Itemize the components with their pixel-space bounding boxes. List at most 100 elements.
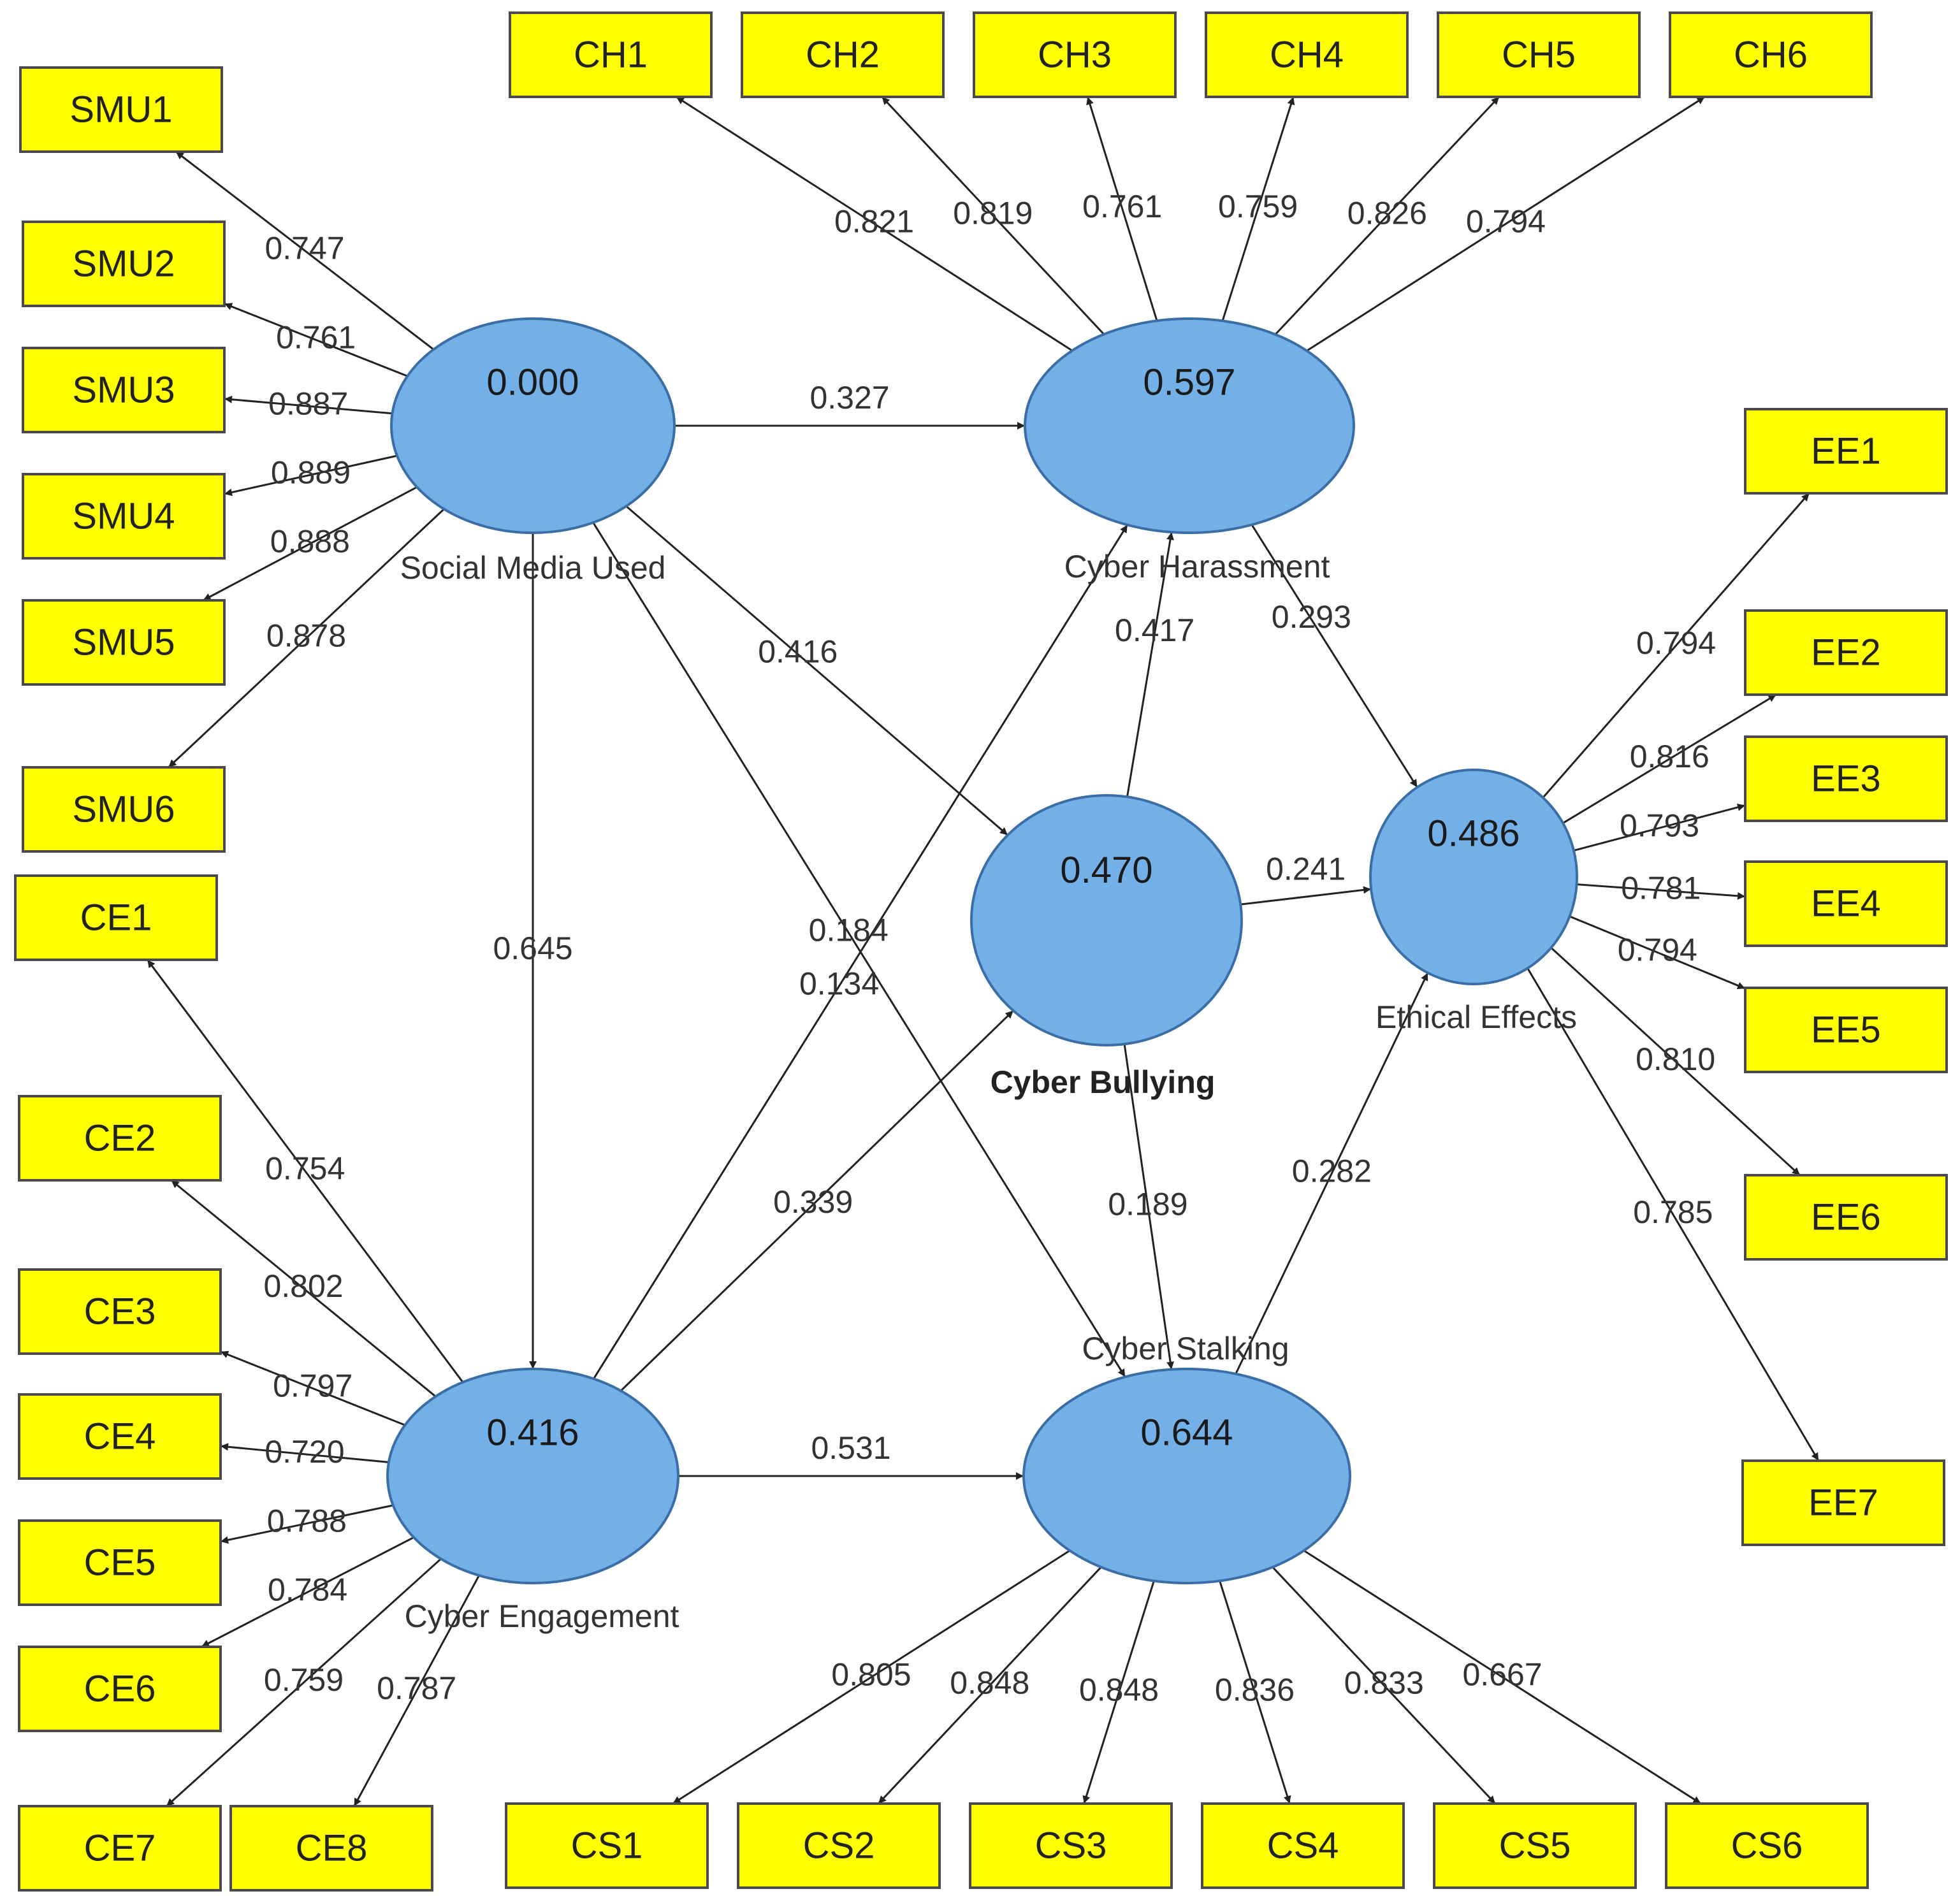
indicator-ce2: CE2 — [18, 1095, 222, 1182]
path-label-smu-cs: 0.184 — [809, 913, 889, 948]
indicator-box-ce4 — [18, 1393, 222, 1480]
loading-arrow-ee5 — [1569, 915, 1746, 990]
construct-cyber-bullying: 0.470 — [970, 794, 1243, 1046]
indicator-box-smu6 — [22, 766, 226, 853]
construct-ellipse-cyber-stalking — [1022, 1368, 1351, 1584]
indicator-box-smu1 — [19, 66, 223, 153]
path-label-cs-ee: 0.282 — [1292, 1153, 1372, 1189]
loading-label-smu5: 0.888 — [270, 523, 350, 559]
indicator-smu4: SMU4 — [22, 473, 226, 560]
indicator-label-ee1: EE1 — [1811, 430, 1881, 472]
loading-label-ee6: 0.810 — [1636, 1041, 1715, 1077]
construct-r2-social-media-used: 0.000 — [486, 361, 579, 403]
loading-arrow-ch1 — [676, 96, 1073, 352]
loading-arrow-cs5 — [1272, 1566, 1496, 1805]
loading-label-cs5: 0.833 — [1344, 1665, 1424, 1701]
indicator-box-ce1 — [14, 874, 218, 961]
indicator-ch5: CH5 — [1437, 11, 1641, 98]
loading-arrow-ch3 — [1086, 96, 1158, 321]
indicator-label-ce2: CE2 — [84, 1117, 156, 1159]
indicator-cs5: CS5 — [1433, 1802, 1637, 1889]
indicator-box-ee4 — [1744, 860, 1948, 947]
loading-arrow-ce7 — [166, 1558, 442, 1807]
indicator-box-ee1 — [1744, 408, 1948, 495]
indicator-label-ee6: EE6 — [1811, 1196, 1881, 1238]
indicator-smu5: SMU5 — [22, 599, 226, 686]
indicator-box-ch5 — [1437, 11, 1641, 98]
loading-label-cs1: 0.805 — [831, 1657, 911, 1693]
construct-name-cyber-engagement: Cyber Engagement — [405, 1598, 679, 1634]
construct-ellipse-cyber-harassment — [1024, 317, 1355, 534]
loading-arrow-ce6 — [201, 1536, 414, 1648]
loading-arrow-ce5 — [220, 1504, 394, 1544]
indicator-ee7: EE7 — [1741, 1459, 1945, 1546]
indicator-label-ce1: CE1 — [80, 897, 152, 938]
indicator-box-ce5 — [18, 1519, 222, 1606]
indicator-ch6: CH6 — [1669, 11, 1873, 98]
path-arrow-cb-cs — [1123, 1044, 1175, 1370]
construct-r2-ethical-effects: 0.486 — [1427, 813, 1520, 854]
construct-cyber-engagement: 0.416 — [386, 1368, 679, 1584]
path-label-smu-ch: 0.327 — [809, 380, 889, 416]
indicator-label-ee7: EE7 — [1808, 1482, 1878, 1523]
loading-arrow-smu1 — [175, 150, 435, 351]
loading-arrow-ee2 — [1562, 693, 1777, 824]
indicator-smu3: SMU3 — [22, 347, 226, 433]
indicator-ee1: EE1 — [1744, 408, 1948, 495]
construct-ellipse-cyber-bullying — [970, 794, 1243, 1046]
path-label-smu-cb: 0.416 — [758, 634, 838, 670]
indicator-box-ce6 — [18, 1646, 222, 1732]
indicator-box-ch1 — [509, 11, 713, 98]
indicator-ch1: CH1 — [509, 11, 713, 98]
loading-label-ce1: 0.754 — [265, 1151, 345, 1187]
indicator-box-cs2 — [737, 1802, 941, 1889]
loading-label-ch1: 0.821 — [834, 203, 914, 239]
indicator-label-ee4: EE4 — [1811, 883, 1881, 924]
loading-label-ce4: 0.720 — [265, 1434, 344, 1470]
indicator-label-cs2: CS2 — [803, 1825, 875, 1866]
path-label-cb-ch: 0.417 — [1115, 612, 1194, 648]
indicator-smu6: SMU6 — [22, 766, 226, 853]
indicator-label-ch2: CH2 — [806, 34, 880, 75]
indicator-label-ce7: CE7 — [84, 1827, 156, 1869]
construct-cyber-stalking: 0.644 — [1022, 1368, 1351, 1584]
indicator-label-ee3: EE3 — [1811, 758, 1881, 799]
loading-arrow-ch2 — [881, 96, 1105, 335]
indicator-ee4: EE4 — [1744, 860, 1948, 947]
loading-arrow-ch5 — [1274, 96, 1500, 335]
path-label-ceng-cb: 0.339 — [773, 1184, 853, 1220]
indicator-label-ch3: CH3 — [1038, 34, 1112, 75]
path-arrow-ceng-ch — [593, 524, 1129, 1380]
path-label-ceng-ch: 0.134 — [799, 966, 879, 1001]
construct-name-ethical-effects: Ethical Effects — [1376, 999, 1577, 1035]
loading-label-ch4: 0.759 — [1218, 189, 1298, 224]
indicator-label-ch1: CH1 — [574, 34, 648, 75]
loading-label-ee4: 0.781 — [1621, 870, 1701, 906]
indicator-label-smu2: SMU2 — [72, 243, 175, 284]
construct-ethical-effects: 0.486 — [1369, 769, 1578, 985]
indicator-smu2: SMU2 — [22, 221, 226, 307]
indicator-box-smu2 — [22, 221, 226, 307]
loading-label-ce2: 0.802 — [263, 1268, 343, 1304]
loading-label-ee7: 0.785 — [1633, 1194, 1713, 1230]
indicator-label-ce8: CE8 — [296, 1827, 368, 1869]
path-label-cb-ee: 0.241 — [1266, 851, 1346, 886]
indicator-box-ch6 — [1669, 11, 1873, 98]
indicator-cs4: CS4 — [1201, 1802, 1405, 1889]
loading-arrow-smu6 — [168, 508, 445, 769]
path-arrow-cs-ee — [1235, 972, 1429, 1375]
loading-label-ee2: 0.816 — [1630, 739, 1710, 774]
loading-label-smu1: 0.747 — [265, 230, 344, 266]
indicator-cs6: CS6 — [1665, 1802, 1869, 1889]
loading-arrow-smu4 — [224, 454, 398, 496]
indicator-label-cs3: CS3 — [1035, 1825, 1107, 1866]
path-arrow-ceng-cb — [620, 1010, 1014, 1392]
loading-arrow-cs2 — [878, 1566, 1102, 1805]
indicator-box-ch4 — [1205, 11, 1409, 98]
indicator-ce1: CE1 — [14, 874, 218, 961]
loading-label-ce3: 0.797 — [273, 1368, 352, 1404]
loading-arrow-ch4 — [1221, 96, 1295, 321]
indicator-label-ce3: CE3 — [84, 1291, 156, 1332]
indicator-label-smu4: SMU4 — [72, 495, 175, 537]
